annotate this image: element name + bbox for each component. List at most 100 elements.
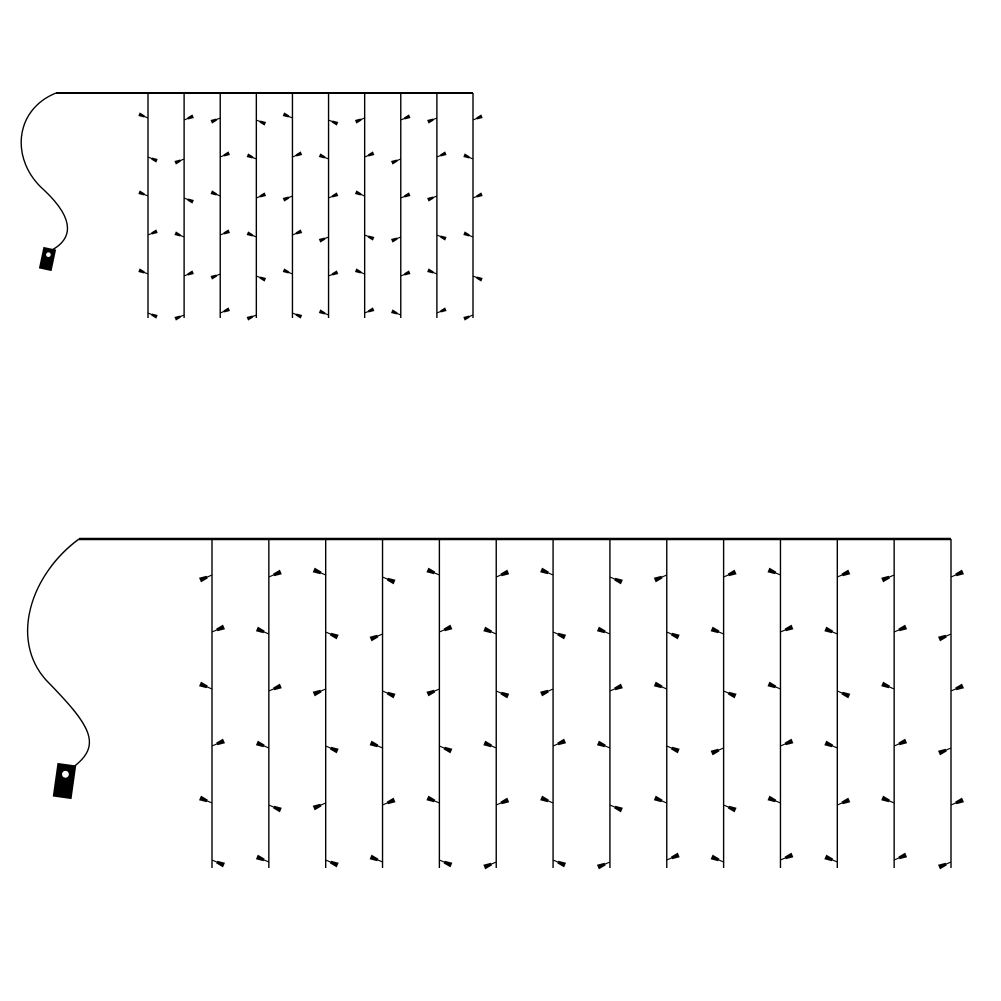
bulb-socket [438,745,446,749]
led-bulb [174,159,181,165]
bulb-socket [360,271,366,275]
led-bulb [671,746,680,754]
led-bulb [557,632,567,640]
led-bulb [273,683,282,691]
led-bulb [824,854,834,862]
led-bulb [210,118,218,124]
bulb-socket [893,857,901,861]
led-bulb [938,748,947,756]
light-strand [312,539,339,868]
led-bulb [476,114,483,120]
bulb-socket [255,119,261,123]
bulb-socket [609,804,616,808]
led-bulb [483,626,492,634]
led-bulb [710,854,720,862]
bulb-socket [944,747,952,751]
bulb-socket [944,861,952,865]
bulb-socket [774,800,782,804]
bulb-socket [774,572,782,576]
bulb-socket [268,804,275,808]
led-bulb [440,307,447,313]
led-bulb [312,803,322,811]
bulb-socket [468,234,474,238]
light-strand [174,93,194,321]
bulb-socket [255,195,261,199]
bulb-socket [327,273,334,277]
led-bulb [938,862,947,870]
led-bulb [727,691,737,699]
bulb-socket [206,686,213,690]
bulb-socket [779,629,787,633]
light-strand [710,539,737,868]
controller-body [38,246,57,272]
bulb-socket [472,117,478,121]
led-bulb [463,231,470,237]
led-bulb [174,315,181,321]
led-bulb [354,190,362,196]
led-bulb [255,740,265,748]
bulb-socket [552,631,560,635]
bulb-socket [888,800,895,804]
light-strand [391,93,411,318]
bulb-socket [472,195,478,199]
bulb-socket [723,690,730,694]
led-bulb [476,192,483,198]
bulb-socket [262,631,270,635]
light-strand [938,539,964,870]
bulb-socket [893,743,901,747]
led-bulb [391,159,398,165]
bulb-socket [779,857,787,861]
led-bulb [784,738,794,746]
led-bulb [246,153,254,159]
bulb-socket [325,745,332,749]
bulb-socket [836,802,844,806]
led-bulb [784,852,794,860]
bulb-socket [179,314,185,318]
led-bulb [273,805,282,813]
led-bulb [259,120,267,126]
bulb-socket [950,688,958,692]
bulb-socket [433,800,440,804]
led-bulb [312,689,322,697]
bulb-socket [433,688,440,692]
led-bulb [386,691,396,699]
light-strand [596,539,623,870]
bulb-socket [327,195,334,199]
light-strand [427,93,447,318]
bulb-socket [774,686,782,690]
bulb-socket [287,271,294,275]
bulb-socket [396,158,402,162]
led-bulb [955,569,964,577]
bulb-socket [291,312,298,316]
bulb-socket [603,745,611,749]
light-strand [483,539,510,870]
bulb-socket [723,804,730,808]
led-bulb [653,795,663,803]
led-bulb [174,231,181,237]
led-bulb [727,569,737,577]
led-bulb [246,315,254,321]
bulb-socket [831,859,838,863]
led-bulb [841,691,851,699]
bulb-socket [251,234,257,238]
led-bulb [151,157,158,163]
bulb-socket [381,802,389,806]
light-strand [354,93,375,318]
led-bulb [295,229,303,235]
led-bulb [216,624,225,632]
bulb-socket [436,234,442,238]
led-bulb [329,746,339,754]
led-bulb [331,120,339,126]
bulb-socket [268,688,275,692]
led-bulb [403,270,411,276]
led-bulb [210,190,218,196]
led-bulb [483,862,492,870]
bulb-socket [723,574,730,578]
bulb-socket [291,154,298,158]
led-bulb [671,852,680,860]
led-bulb [369,854,379,862]
led-bulb [710,748,720,756]
light-strand [138,93,158,319]
led-bulb [614,577,623,585]
led-bulb [367,235,375,241]
